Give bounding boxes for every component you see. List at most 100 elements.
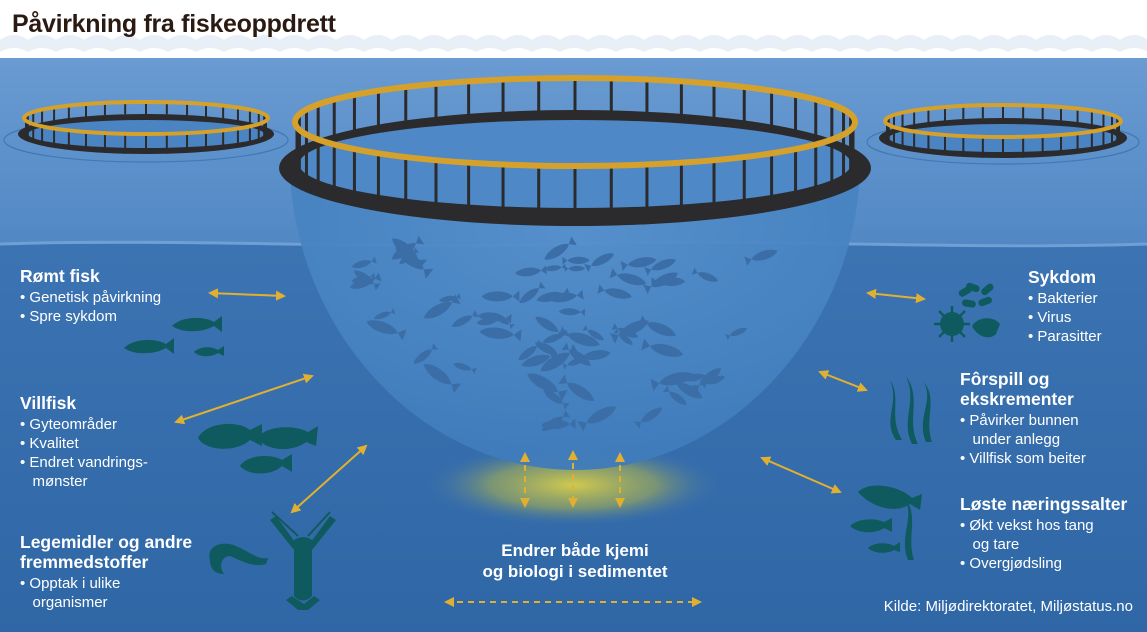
fish-icon xyxy=(521,349,558,367)
fish-icon xyxy=(518,339,544,361)
fish-icon xyxy=(194,346,224,357)
bacteria-icon xyxy=(958,282,994,308)
fish-icon xyxy=(561,342,591,366)
fish-icon xyxy=(620,257,657,272)
list-item: • Endret vandrings- xyxy=(20,454,148,471)
fish-icon xyxy=(744,249,778,266)
escaped-fish-heading: Rømt fisk xyxy=(20,266,100,286)
fish-icon xyxy=(353,270,381,291)
list-item: • Økt vekst hos tang xyxy=(960,517,1094,534)
fish-icon xyxy=(701,375,725,389)
fish-icon xyxy=(351,256,377,269)
fish-icon xyxy=(868,542,900,553)
fish-icon xyxy=(634,407,663,429)
fish-icon xyxy=(691,267,719,282)
fish-pen-icon xyxy=(866,103,1140,165)
fish-icon xyxy=(644,258,677,276)
list-item: • Overgjødsling xyxy=(960,555,1062,572)
feed-waste-block: Fôrspill og ekskrementer • Påvirker bunn… xyxy=(960,369,1086,468)
fish-icon xyxy=(423,294,461,319)
fish-icon xyxy=(392,238,428,269)
wild-fish-heading: Villfisk xyxy=(20,393,77,413)
sediment-line: Endrer både kjemi xyxy=(501,541,649,560)
fish-icon xyxy=(558,326,600,347)
sediment-line: og biologi i sedimentet xyxy=(482,562,668,581)
fish-icon xyxy=(534,342,565,361)
wave-icon xyxy=(0,48,1147,58)
fish-icon xyxy=(609,267,647,286)
fish-icon xyxy=(453,362,477,374)
fish-pen-icon xyxy=(3,100,289,163)
source-credit: Kilde: Miljødirektoratet, Miljøstatus.no xyxy=(883,598,1133,615)
fish-pen-icon xyxy=(279,75,871,226)
list-item: • Bakterier xyxy=(1028,290,1098,307)
fish-icon xyxy=(423,364,461,394)
fish-school xyxy=(350,235,778,432)
list-item: • Parasitter xyxy=(1028,328,1102,345)
escaped-fish-block: Rømt fisk • Genetisk påvirkning • Spre s… xyxy=(20,266,161,326)
fish-icon xyxy=(451,310,479,327)
disease-heading: Sykdom xyxy=(1028,267,1097,287)
fish-icon xyxy=(479,327,522,342)
fish-icon xyxy=(519,281,546,304)
fish-icon xyxy=(515,265,547,277)
fish-icon xyxy=(850,518,892,533)
shrimp-icon xyxy=(209,543,268,574)
list-item: • Villfisk som beiter xyxy=(960,450,1086,467)
fish-icon xyxy=(543,390,570,410)
fish-icon xyxy=(240,454,292,474)
fish-icon xyxy=(678,373,706,385)
fish-icon xyxy=(662,385,687,405)
medicines-block: Legemidler og andre fremmedstoffer • Opp… xyxy=(20,532,192,612)
fish-icon xyxy=(668,375,703,399)
fish-icon xyxy=(564,265,586,272)
fish-icon xyxy=(172,316,222,332)
disease-block: Sykdom • Bakterier • Virus • Parasitter xyxy=(1028,267,1102,346)
list-item: under anlegg xyxy=(960,431,1061,448)
list-item: og tare xyxy=(960,536,1020,553)
fish-icon xyxy=(597,284,632,299)
fish-icon xyxy=(638,315,676,337)
fish-icon xyxy=(258,426,318,450)
list-item: • Opptak i ulike xyxy=(20,575,121,592)
fish-icon xyxy=(373,308,396,320)
fish-icon xyxy=(540,343,580,372)
seaweed-icon xyxy=(904,496,914,560)
fish-icon xyxy=(613,328,633,345)
fish-icon xyxy=(544,236,577,260)
fish-icon xyxy=(577,406,617,432)
seaweed-icon xyxy=(890,376,932,444)
fish-icon xyxy=(562,256,590,265)
fish-icon xyxy=(541,410,571,431)
double-arrow-icon xyxy=(174,288,926,514)
list-item: • Påvirker bunnen xyxy=(960,412,1079,429)
lobster-icon xyxy=(270,511,336,610)
fish-icon xyxy=(544,263,566,272)
fish-icon xyxy=(725,327,748,341)
fish-icon xyxy=(548,289,584,303)
net-pen-bag xyxy=(290,172,860,470)
sediment-label: Endrer både kjemi og biologi i sedimente… xyxy=(440,540,710,582)
fish-icon xyxy=(609,320,649,344)
medicines-heading-line: Legemidler og andre xyxy=(20,532,193,552)
list-item: mønster xyxy=(20,473,88,490)
fish-icon xyxy=(535,316,567,340)
fish-icon xyxy=(366,320,407,341)
fish-icon xyxy=(438,293,461,303)
list-item: • Virus xyxy=(1028,309,1072,326)
list-item: • Gyteområder xyxy=(20,416,117,433)
feed-waste-heading-line: Fôrspill og xyxy=(960,369,1050,389)
page-title: Påvirkning fra fiskeoppdrett xyxy=(12,10,336,38)
medicines-heading-line: fremmedstoffer xyxy=(20,552,149,572)
parasite-icon xyxy=(972,318,1000,338)
list-item: • Spre sykdom xyxy=(20,308,117,325)
fish-icon xyxy=(413,343,439,364)
nutrients-heading: Løste næringssalter xyxy=(960,494,1128,514)
feed-waste-heading-line: ekskrementer xyxy=(960,389,1074,409)
fish-icon xyxy=(641,338,684,357)
fish-icon xyxy=(477,312,512,324)
fish-icon xyxy=(124,338,174,354)
fish-icon xyxy=(584,253,615,273)
fish-icon xyxy=(536,287,570,303)
list-item: organismer xyxy=(20,594,108,611)
